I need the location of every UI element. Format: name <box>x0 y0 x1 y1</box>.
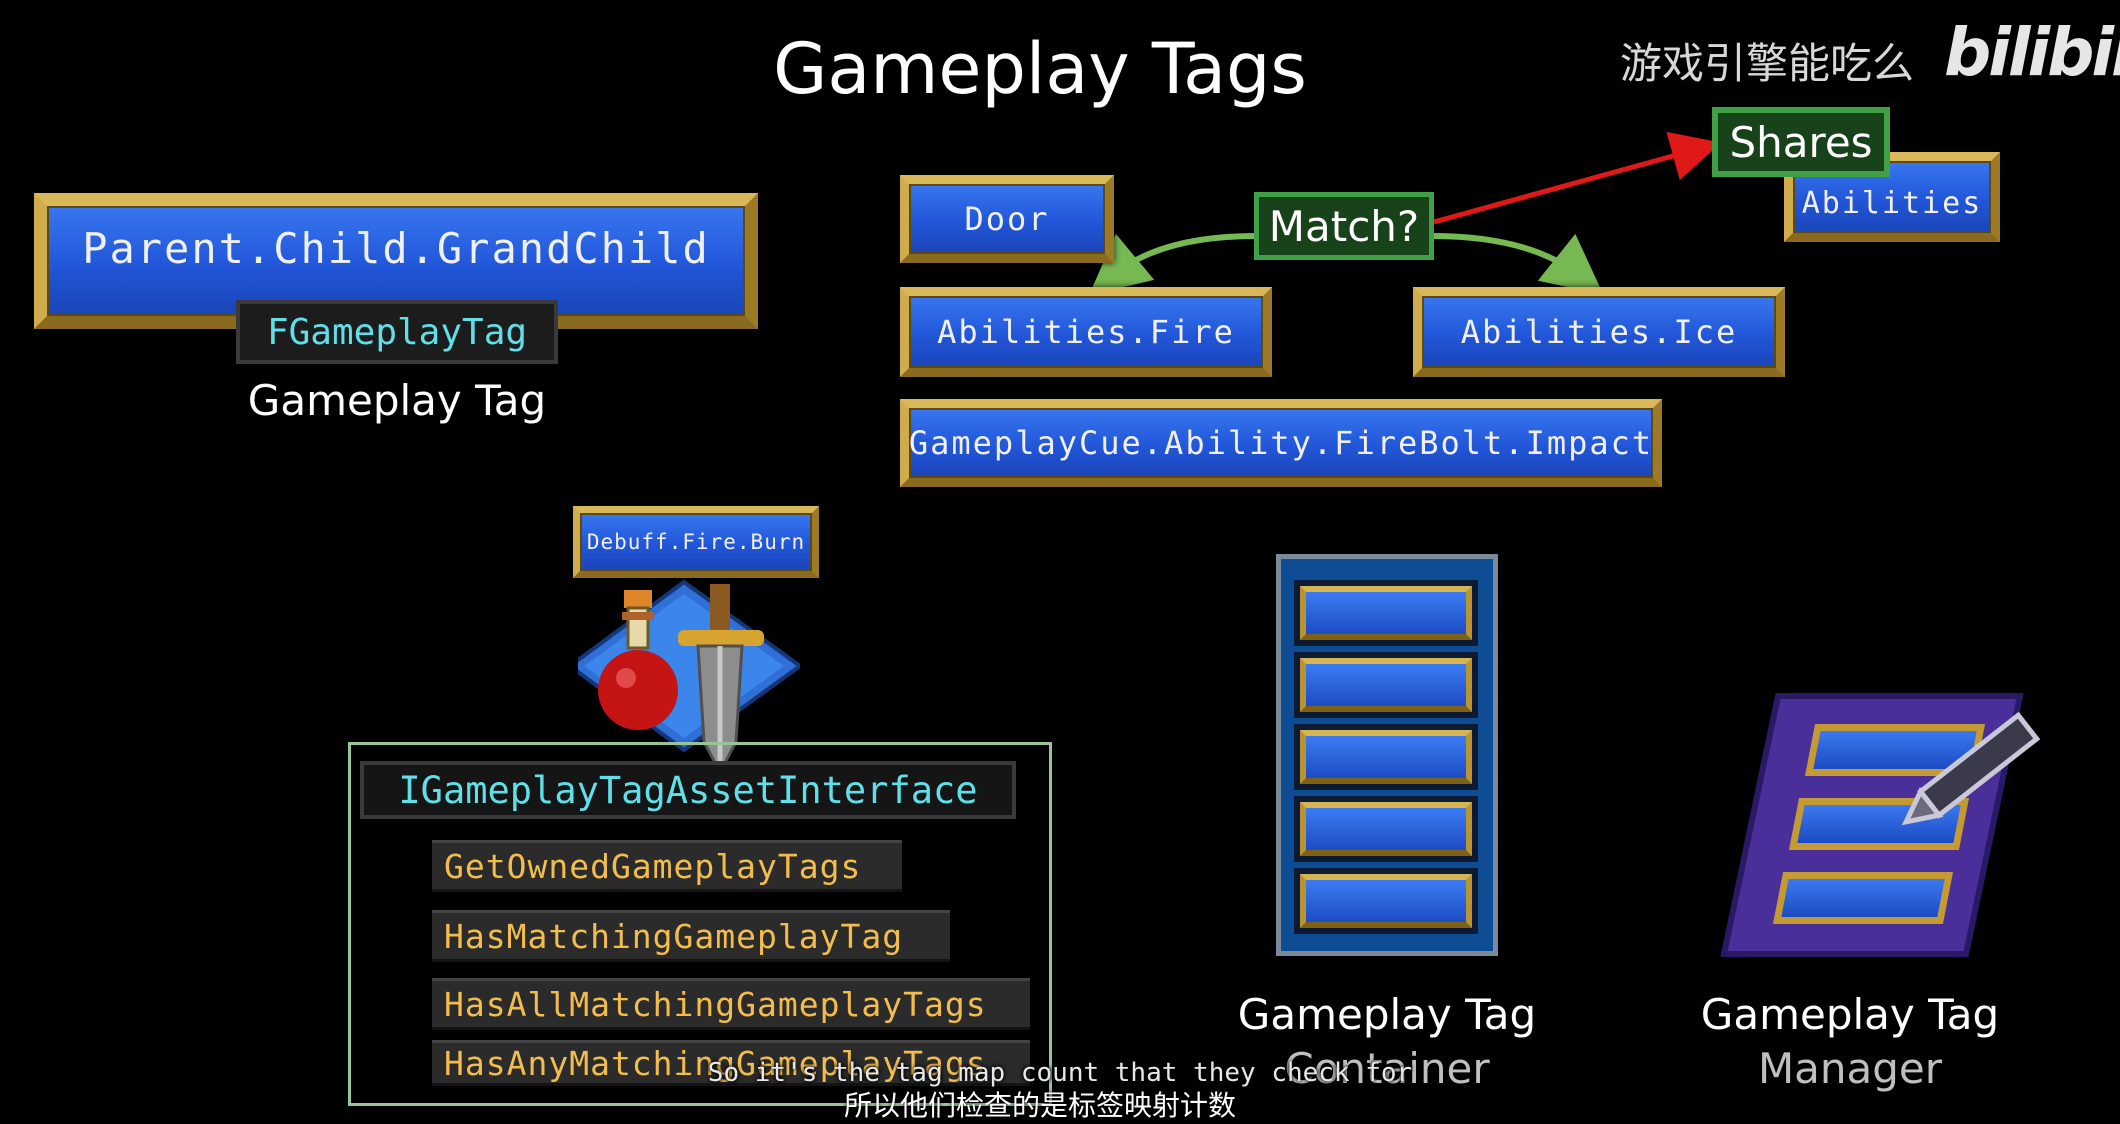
asset-interface-panel <box>348 742 1052 1106</box>
pencil-icon <box>1901 711 2041 826</box>
function-has-all-matching: HasAllMatchingGameplayTags <box>432 978 1030 1030</box>
manager-caption-line2: Manager <box>1757 1044 1943 1093</box>
container-slot-5 <box>1300 874 1472 928</box>
function-has-matching: HasMatchingGameplayTag <box>432 910 950 962</box>
abilities-parent-text: Abilities <box>1801 186 1983 221</box>
match-arrow-left <box>1088 233 1257 296</box>
container-slot-3 <box>1300 730 1472 784</box>
abilities-ice-tag: Abilities.Ice <box>1413 287 1785 377</box>
fgameplaytag-label: FGameplayTag <box>236 300 558 364</box>
manager-caption-line1: Gameplay Tag <box>1700 990 2000 1039</box>
shares-label: Shares <box>1712 107 1890 177</box>
subtitle-chinese: 所以他们检查的是标签映射计数 <box>843 1089 1236 1122</box>
interface-name: IGameplayTagAssetInterface <box>360 761 1016 819</box>
container-slot-4 <box>1300 802 1472 856</box>
shares-arrow <box>1433 131 1722 225</box>
gameplay-tag-text: Parent.Child.GrandChild <box>82 223 710 273</box>
abilities-fire-tag: Abilities.Fire <box>900 287 1272 377</box>
door-tag: Door <box>900 175 1114 263</box>
abilities-parent-tag: Abilities <box>1784 152 2000 242</box>
subtitle-english: So it's the tag map count that they chec… <box>707 1058 1413 1088</box>
function-has-any-matching: HasAnyMatchingGameplayTags <box>432 1040 1030 1086</box>
container-caption-line2: Container <box>1284 1044 1490 1093</box>
match-label: Match? <box>1254 192 1434 260</box>
slide-title: Gameplay Tags <box>773 28 1307 110</box>
channel-watermark: 游戏引擎能吃么 <box>1620 39 1915 88</box>
debuff-fire-burn-tag: Debuff.Fire.Burn <box>573 506 819 578</box>
gameplay-tag-caption: Gameplay Tag <box>247 376 547 425</box>
potion-sword-icon <box>578 579 800 776</box>
bilibili-logo: bilibili <box>1944 14 2120 91</box>
gameplaycue-tag: GameplayCue.Ability.FireBolt.Impact <box>900 399 1662 487</box>
function-get-owned: GetOwnedGameplayTags <box>432 840 902 892</box>
manager-slot-3 <box>1772 872 1954 924</box>
gameplay-tag-box: Parent.Child.GrandChild <box>34 193 758 329</box>
container-caption-line1: Gameplay Tag <box>1237 990 1537 1039</box>
match-arrow-right <box>1431 233 1604 295</box>
container-slot-2 <box>1300 658 1472 712</box>
container-slot-1 <box>1300 586 1472 640</box>
